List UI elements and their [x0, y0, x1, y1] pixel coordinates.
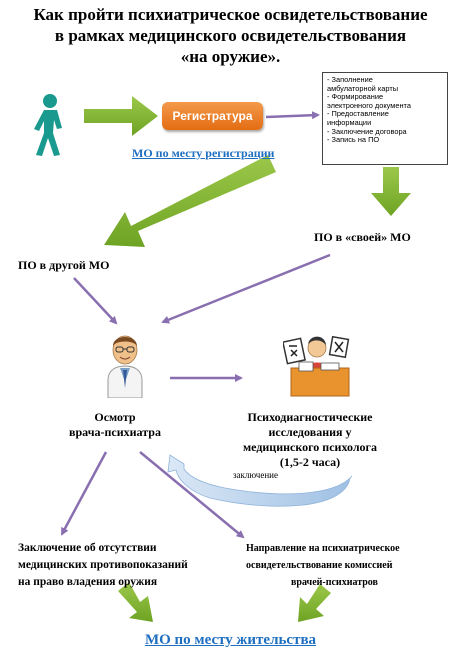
outcome-line: врачей-психиатров	[291, 577, 378, 588]
arrow-to-conclusion	[60, 451, 108, 536]
psychiatrist-doctor-icon	[107, 335, 143, 398]
outcome-commission-referral: Направление на психиатрическое освидетел…	[246, 540, 446, 591]
psychiatrist-label-line1: Осмотр	[94, 410, 136, 424]
outcome-line: на право владения оружия	[18, 576, 158, 588]
psychologist-label-line1: Психодиагностические	[247, 410, 373, 424]
walking-person-icon	[34, 94, 62, 156]
mo-registration-link[interactable]: МО по месту регистрации	[132, 146, 275, 160]
psychologist-at-desk-icon	[283, 335, 350, 397]
title-line-1: Как пройти психиатрическое освидетельств…	[33, 5, 428, 24]
psychologist-label-line4: (1,5-2 часа)	[279, 455, 341, 469]
conclusion-arrow-label: заключение	[233, 470, 278, 480]
step-line: - Запись на ПО	[327, 135, 380, 145]
registration-steps-box: - Заполнение амбулаторной карты - Формир…	[322, 72, 448, 165]
outcome-line: освидетельствование комиссией	[246, 560, 393, 571]
green-arrow-to-registration	[84, 96, 158, 136]
step-line: - Заполнение	[327, 75, 373, 84]
arrow-to-referral	[139, 451, 245, 539]
step-line: - Формирование	[327, 92, 384, 102]
step-line: - Заключение договора	[327, 126, 407, 136]
registration-button[interactable]: Регистратура	[162, 102, 263, 130]
title-line-2: в рамках медицинского освидетельствовани…	[54, 26, 407, 45]
outcome-line: Заключение об отсутствии	[18, 542, 157, 554]
arrow-own-mo-to-psychiatrist	[161, 253, 331, 324]
step-line: информации	[327, 117, 372, 127]
green-arrow-to-other-mo	[104, 155, 276, 247]
step-line: - Предоставление	[327, 109, 389, 119]
arrow-other-mo-to-psychiatrist	[73, 277, 118, 325]
green-arrow-right-to-residence	[298, 584, 331, 622]
title-line-3: «на оружие».	[180, 47, 281, 66]
outcome-line: Направление на психиатрическое	[246, 543, 400, 554]
step-line: амбулаторной карты	[327, 83, 399, 93]
outcome-line: медицинских противопоказаний	[18, 559, 188, 571]
psychiatrist-label: Осмотр врача-психиатра	[50, 410, 180, 440]
curved-conclusion-arrow	[167, 454, 353, 507]
green-arrow-left-to-residence	[118, 582, 153, 622]
mo-residence-link[interactable]: МО по месту жительства	[144, 632, 317, 648]
arrow-to-steps	[265, 111, 320, 120]
psychologist-label-line3: медицинского психолога	[242, 440, 378, 454]
branch-own-mo: ПО в «своей» МО	[314, 230, 411, 244]
green-arrow-to-own-mo	[371, 167, 411, 216]
branch-other-mo: ПО в другой МО	[18, 258, 110, 272]
outcome-no-contraindications: Заключение об отсутствии медицинских про…	[18, 540, 188, 591]
psychologist-label-line2: исследования у	[268, 425, 352, 439]
psychiatrist-label-line2: врача-психиатра	[69, 425, 161, 439]
psychologist-label: Психодиагностические исследования у меди…	[230, 410, 390, 470]
page-title: Как пройти психиатрическое освидетельств…	[0, 4, 461, 67]
step-line: электронного документа	[327, 100, 411, 110]
